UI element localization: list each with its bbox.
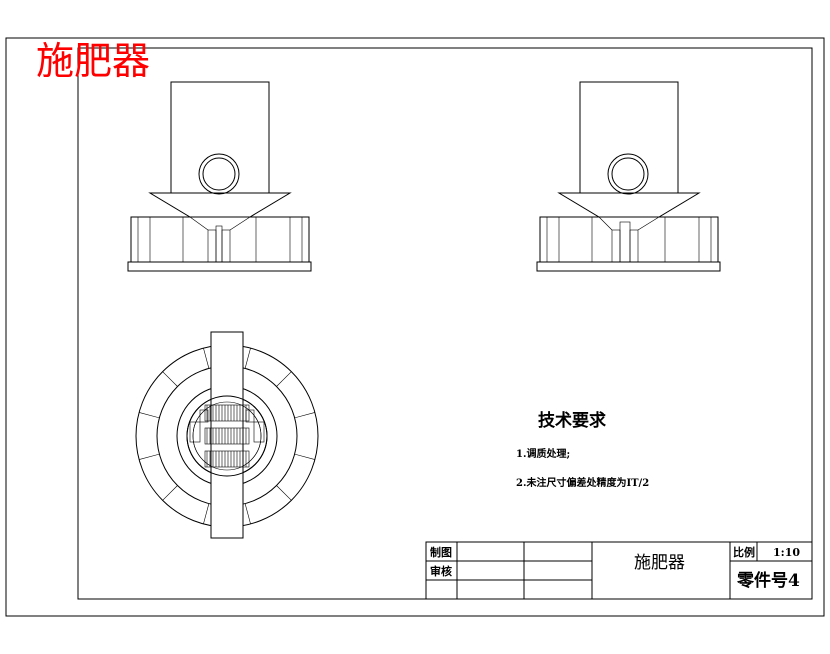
segment-line xyxy=(203,348,210,369)
gear-strip xyxy=(204,404,250,422)
sheet-outer-border xyxy=(5,37,825,617)
segment-line xyxy=(294,453,315,460)
draw-label: 制图 xyxy=(430,545,452,559)
part-name: 施肥器 xyxy=(634,553,685,573)
gear-strip xyxy=(204,450,250,468)
front-view xyxy=(127,81,312,272)
segment-line xyxy=(244,503,251,524)
segment-line xyxy=(139,453,160,460)
tech-item-1: 1.调质处理; xyxy=(516,447,570,460)
segment-line xyxy=(294,412,315,419)
tech-title: 技术要求 xyxy=(538,410,606,431)
segment-line xyxy=(203,503,210,524)
scale-value: 1:10 xyxy=(773,546,800,559)
segment-line xyxy=(139,412,160,419)
tech-item-2: 2.未注尺寸偏差处精度为IT/2 xyxy=(516,476,649,489)
gear-strip xyxy=(204,427,250,445)
segment-line xyxy=(276,371,292,387)
part-number: 零件号4 xyxy=(736,570,800,591)
segment-line xyxy=(162,371,178,387)
title-block xyxy=(425,541,813,600)
segment-line xyxy=(162,485,178,501)
top-view xyxy=(135,331,319,539)
segment-line xyxy=(276,485,292,501)
stamp-title: 施肥器 xyxy=(36,39,150,83)
segment-line xyxy=(244,348,251,369)
check-label: 审核 xyxy=(430,564,452,578)
side-view xyxy=(536,81,721,272)
scale-label: 比例 xyxy=(733,545,755,559)
drawing-frame xyxy=(77,47,813,600)
